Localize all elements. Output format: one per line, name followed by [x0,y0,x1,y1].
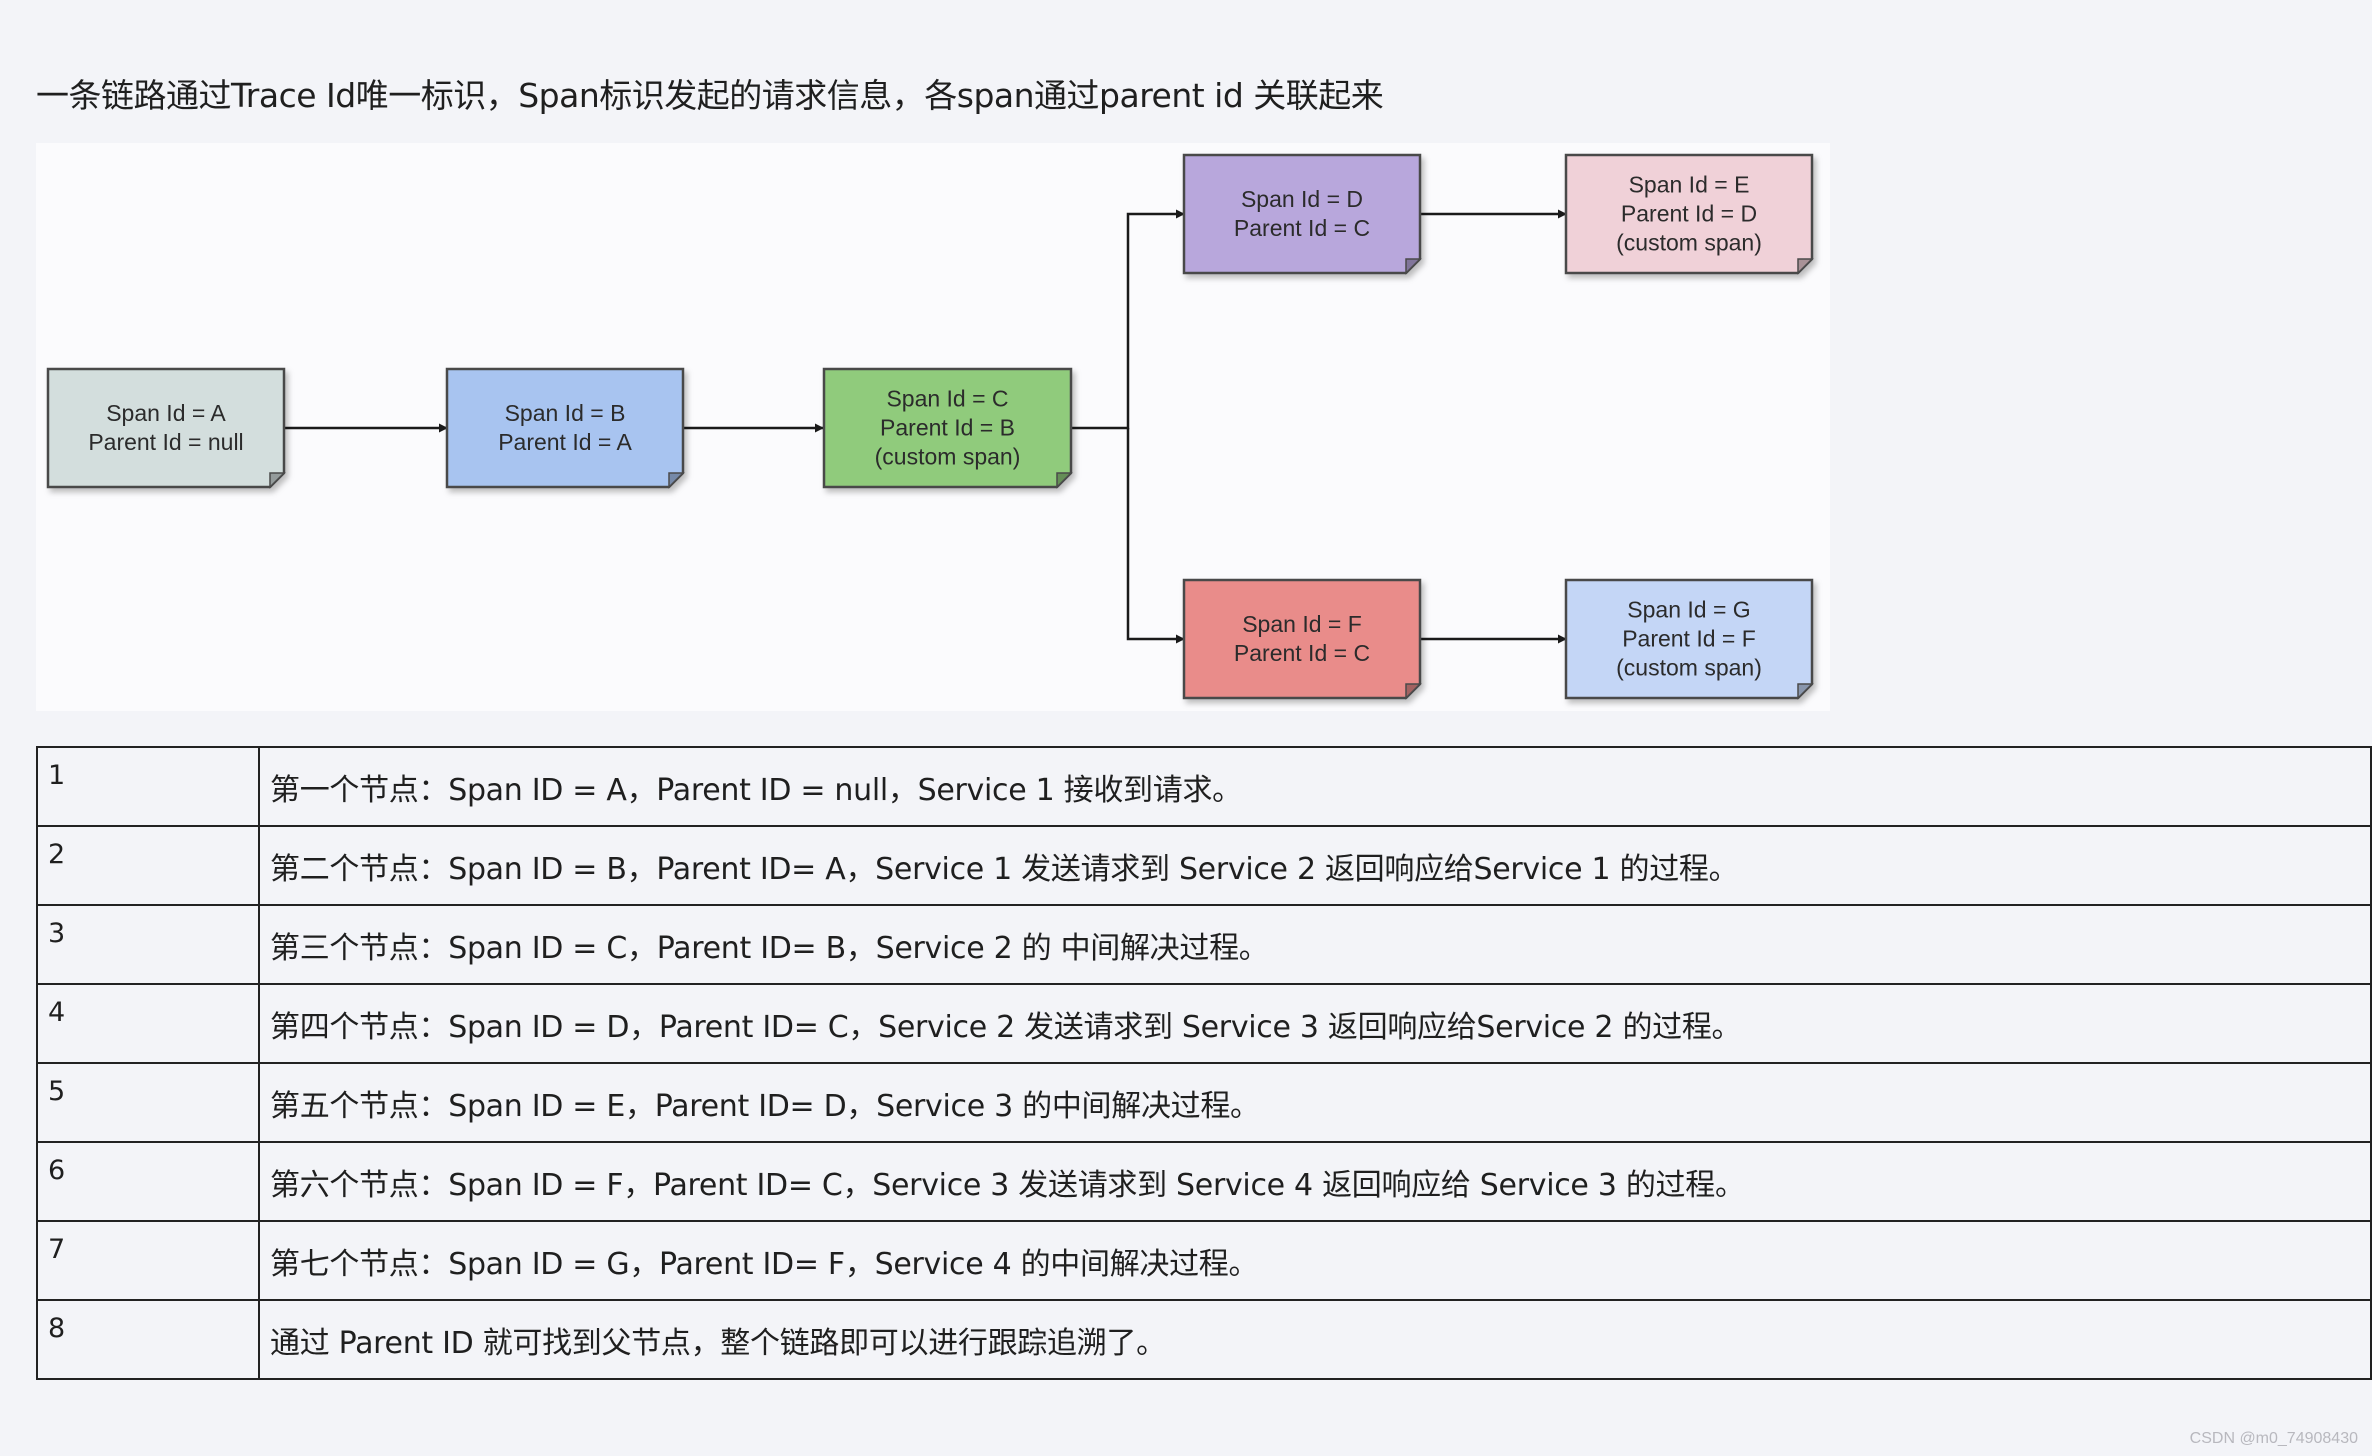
row-description: 第五个节点：Span ID = E，Parent ID= D，Service 3… [258,1062,2372,1143]
span-tree-diagram: Span Id = A Parent Id = null Span Id = B Pa… [36,143,1830,711]
node-label-line: Span Id = G [1627,596,1750,622]
node-label-line: Span Id = D [1241,186,1363,212]
node-label-line: Parent Id = C [1234,215,1370,241]
row-description: 第一个节点：Span ID = A，Parent ID = null，Servi… [258,746,2372,827]
row-description: 第六个节点：Span ID = F，Parent ID= C，Service 3… [258,1141,2372,1222]
node-label-line: Span Id = C [886,385,1008,411]
span-node-c: Span Id = C Parent Id = B (custom span) [822,367,1073,489]
node-fold [1797,683,1814,700]
node-fold [1797,258,1814,275]
span-node-f: Span Id = F Parent Id = C [1182,578,1422,700]
row-number: 5 [36,1062,260,1143]
connectors [285,209,1567,644]
arrow-c-d [1072,209,1185,430]
node-label-line: (custom span) [875,443,1021,469]
row-number: 8 [36,1299,260,1380]
node-label-line: Parent Id = B [880,414,1015,440]
row-description: 第七个节点：Span ID = G，Parent ID= F，Service 4… [258,1220,2372,1301]
node-fold [668,472,685,489]
row-number: 6 [36,1141,260,1222]
node-label-line: Parent Id = null [88,429,243,455]
row-description: 第二个节点：Span ID = B，Parent ID= A，Service 1… [258,825,2372,906]
row-number: 4 [36,983,260,1064]
node-fold [1405,683,1422,700]
intro-text: 一条链路通过Trace Id唯一标识，Span标识发起的请求信息，各span通过… [36,76,1384,115]
span-node-d: Span Id = D Parent Id = C [1182,153,1422,275]
node-fold [1405,258,1422,275]
node-label-line: Span Id = B [505,400,626,426]
span-node-b: Span Id = B Parent Id = A [445,367,685,489]
watermark: CSDN @m0_74908430 [2189,1430,2358,1447]
row-number: 3 [36,904,260,985]
span-node-e: Span Id = E Parent Id = D (custom span) [1564,153,1814,275]
span-node-a: Span Id = A Parent Id = null [46,367,286,489]
node-label-line: Parent Id = A [498,429,632,455]
row-number: 7 [36,1220,260,1301]
node-label-line: Span Id = E [1629,171,1750,197]
node-label-line: (custom span) [1616,654,1762,680]
row-description: 第四个节点：Span ID = D，Parent ID= C，Service 2… [258,983,2372,1064]
arrow-c-f [1126,428,1185,644]
node-fold [269,472,286,489]
node-label-line: Parent Id = C [1234,640,1370,666]
row-description: 通过 Parent ID 就可找到父节点，整个链路即可以进行跟踪追溯了。 [258,1299,2372,1380]
node-label-line: (custom span) [1616,229,1762,255]
node-fold [1056,472,1073,489]
span-nodes: Span Id = A Parent Id = null Span Id = B Pa… [46,153,1814,700]
row-description: 第三个节点：Span ID = C，Parent ID= B，Service 2… [258,904,2372,985]
node-label-line: Span Id = F [1242,611,1362,637]
node-label-line: Parent Id = D [1621,200,1757,226]
node-label-line: Span Id = A [106,400,226,426]
span-node-g: Span Id = G Parent Id = F (custom span) [1564,578,1814,700]
row-number: 2 [36,825,260,906]
row-number: 1 [36,746,260,827]
node-label-line: Parent Id = F [1622,625,1756,651]
